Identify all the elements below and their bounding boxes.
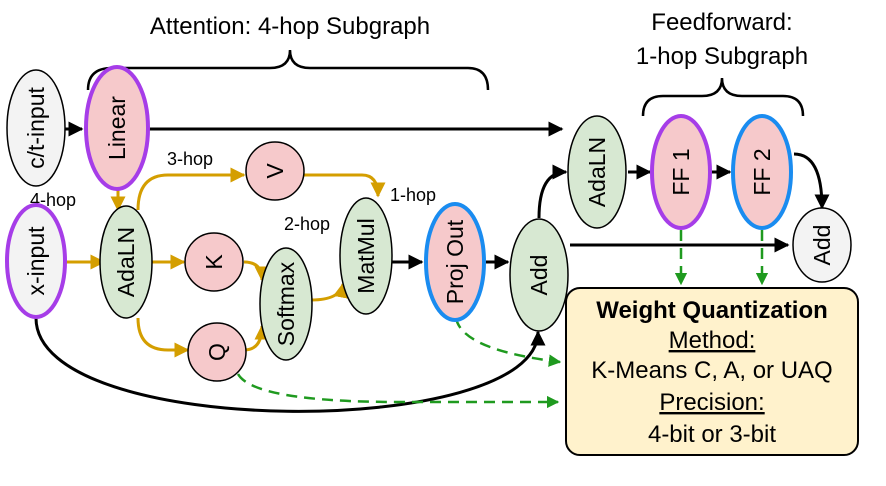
- v-node: V: [245, 141, 305, 201]
- ff2-node: FF 2: [731, 114, 793, 230]
- feedforward-brace: [641, 77, 805, 117]
- add1-node: Add: [509, 218, 569, 332]
- quant-precision-value: 4-bit or 3-bit: [648, 421, 776, 448]
- edge-projout-to-quant: [454, 317, 562, 367]
- adaln1-node: AdaLN: [99, 205, 153, 319]
- add2-node: Add: [792, 207, 852, 283]
- hop3-label: 3-hop: [167, 149, 213, 169]
- ct-input-node: c/t-input: [6, 69, 66, 187]
- weight-quantization-box: Weight Quantization Method: K-Means C, A…: [565, 287, 859, 456]
- ff1-label: FF 1: [668, 148, 694, 195]
- quant-title: Weight Quantization: [596, 297, 828, 324]
- adaln2-node: AdaLN: [567, 115, 627, 229]
- feedforward-title-line1: Feedforward:: [651, 9, 792, 36]
- edge-adaln1-to-v: [136, 167, 246, 211]
- proj-out-node: Proj Out: [424, 202, 486, 322]
- edge-ff2-to-add2: [793, 152, 830, 210]
- feedforward-title-line2: 1-hop Subgraph: [636, 43, 808, 70]
- ff1-node: FF 1: [650, 114, 712, 230]
- quant-method-label: Method:: [669, 327, 756, 354]
- adaln1-label: AdaLN: [113, 227, 139, 297]
- x-input-label: x-input: [23, 226, 49, 296]
- proj-out-label: Proj Out: [442, 219, 468, 304]
- edge-add1-to-adaln2: [537, 164, 568, 219]
- edge-xinput-to-add1: [34, 317, 546, 413]
- softmax-node: Softmax: [259, 247, 313, 361]
- add2-label: Add: [809, 225, 835, 266]
- k-label: K: [201, 254, 227, 270]
- softmax-label: Softmax: [273, 261, 299, 346]
- edge-adaln1-to-q: [136, 317, 190, 358]
- hop2-label: 2-hop: [284, 214, 330, 234]
- add1-label: Add: [526, 255, 552, 296]
- quant-method-value: K-Means C, A, or UAQ: [591, 357, 832, 384]
- edge-q-to-quant: [236, 373, 560, 409]
- linear-node: Linear: [84, 65, 150, 191]
- matmul-label: MatMul: [353, 218, 379, 293]
- attention-title: Attention: 4-hop Subgraph: [150, 13, 430, 40]
- edge-k-to-softmax: [243, 260, 270, 282]
- edge-softmax-to-matmul: [310, 282, 348, 302]
- adaln2-label: AdaLN: [584, 137, 610, 207]
- q-node: Q: [187, 322, 247, 382]
- linear-label: Linear: [104, 96, 130, 160]
- edge-v-to-matmul: [304, 173, 386, 198]
- attention-brace: [86, 49, 490, 91]
- hop1-label: 1-hop: [390, 185, 436, 205]
- quant-precision-label: Precision:: [659, 389, 764, 416]
- v-label: V: [262, 163, 288, 179]
- ct-input-label: c/t-input: [23, 86, 49, 168]
- x-input-node: x-input: [5, 203, 67, 319]
- matmul-node: MatMul: [339, 197, 393, 315]
- ff2-label: FF 2: [749, 148, 775, 195]
- k-node: K: [184, 232, 244, 292]
- q-label: Q: [204, 343, 230, 361]
- edge-q-to-softmax: [243, 324, 270, 352]
